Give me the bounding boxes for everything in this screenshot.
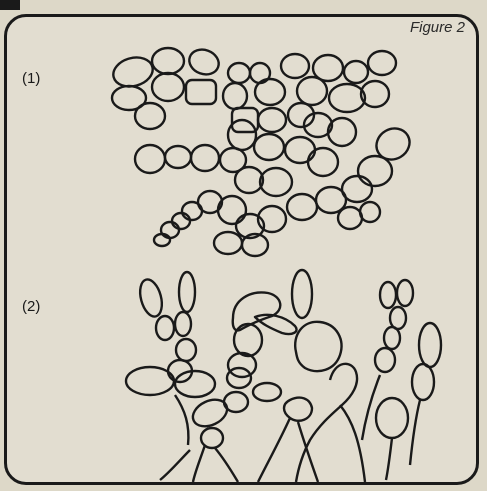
branching-cells-illustration-2 <box>126 270 441 482</box>
cell-chains-illustration-1 <box>110 46 415 256</box>
